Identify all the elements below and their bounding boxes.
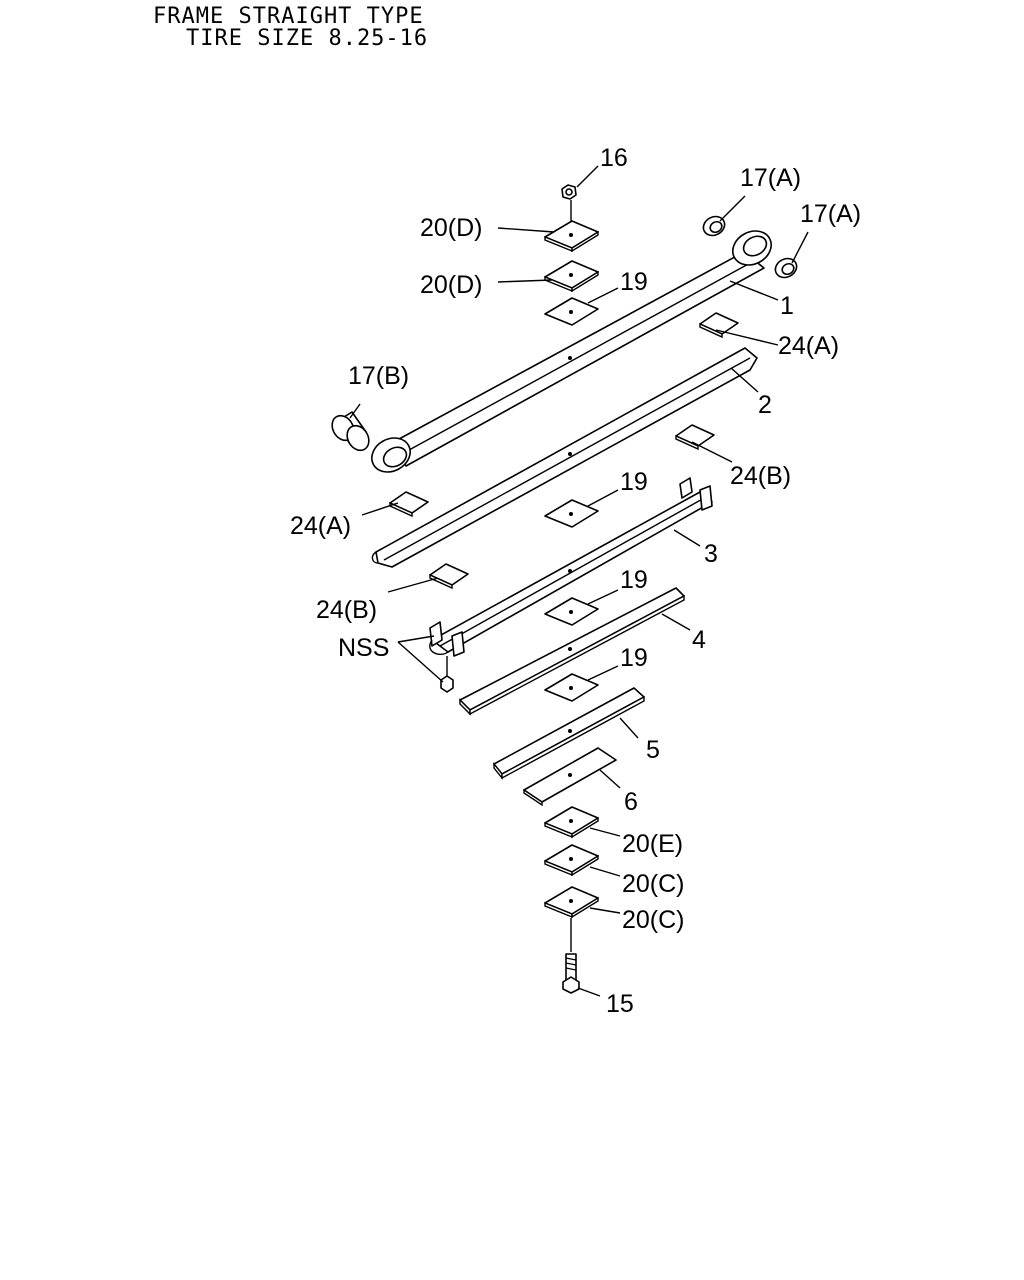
part-24b-pad-left [429, 563, 469, 590]
part-24b-pad-right [675, 424, 715, 451]
part-6-leaf [523, 747, 617, 807]
part-17a-bushing-1 [702, 215, 726, 237]
part-20c-plate-upper [544, 844, 599, 877]
callout-1: 1 [780, 292, 794, 320]
part-17b-bushing [331, 411, 370, 452]
part-19-pad-1 [544, 297, 599, 326]
callout-17a-1: 17(A) [740, 164, 801, 192]
callout-24b-2: 24(B) [316, 596, 377, 624]
part-5-leaf [493, 687, 645, 780]
callout-20c-1: 20(C) [622, 870, 685, 898]
diagram-title-line2: TIRE SIZE 8.25-16 [186, 26, 429, 51]
part-20d-plate-upper [544, 220, 599, 253]
callout-19-4: 19 [620, 644, 648, 672]
part-20d-plate-lower [544, 260, 599, 293]
part-4-leaf [459, 587, 685, 716]
diagram-title-line1: FRAME STRAIGHT TYPE [153, 4, 424, 29]
callout-16: 16 [600, 144, 628, 172]
part-16-nut [561, 184, 577, 222]
part-20c-plate-lower [544, 886, 599, 919]
callout-24b-1: 24(B) [730, 462, 791, 490]
callout-6: 6 [624, 788, 638, 816]
part-3-leaf-with-clips [429, 477, 713, 657]
callout-15: 15 [606, 990, 634, 1018]
callout-19-3: 19 [620, 566, 648, 594]
part-20e-plate [544, 806, 599, 839]
part-19-pad-3 [544, 597, 599, 626]
callout-3: 3 [704, 540, 718, 568]
callout-19-2: 19 [620, 468, 648, 496]
callout-20d-1: 20(D) [420, 214, 483, 242]
callout-17a-2: 17(A) [800, 200, 861, 228]
part-19-pad-4 [544, 673, 599, 702]
callout-24a-1: 24(A) [778, 332, 839, 360]
callout-20e: 20(E) [622, 830, 683, 858]
leader-lines [349, 165, 809, 997]
callout-5: 5 [646, 736, 660, 764]
part-2-leaf [371, 347, 758, 568]
part-17a-bushing-2 [774, 257, 798, 279]
callout-20c-2: 20(C) [622, 906, 685, 934]
callout-20d-2: 20(D) [420, 271, 483, 299]
part-19-pad-2 [544, 499, 599, 528]
callout-17b: 17(B) [348, 362, 409, 390]
callout-24a-2: 24(A) [290, 512, 351, 540]
callout-2: 2 [758, 391, 772, 419]
callout-19-1: 19 [620, 268, 648, 296]
callout-4: 4 [692, 626, 706, 654]
callout-nss: NSS [338, 634, 389, 662]
part-24a-pad-left [389, 491, 429, 518]
part-24a-pad-right [699, 312, 739, 339]
part-nss-clip-bolt [440, 656, 454, 693]
part-15-bolt [562, 918, 580, 994]
part-1-main-leaf [371, 230, 772, 473]
